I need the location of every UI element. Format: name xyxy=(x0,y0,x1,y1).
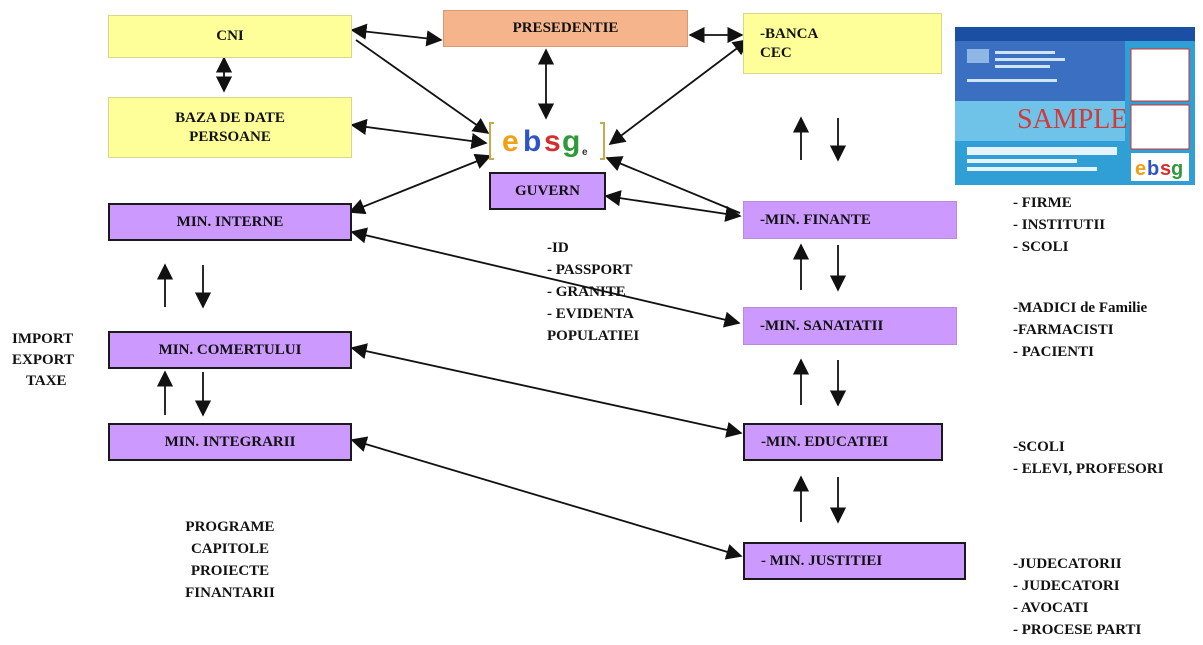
arrow-guvern-finante xyxy=(604,190,742,222)
arrow-cni-presedentie xyxy=(350,23,443,47)
id-list-item: - EVIDENTA xyxy=(547,306,634,322)
min-integrarii-box: MIN. INTEGRARII xyxy=(108,423,352,461)
min-interne-box: MIN. INTERNE xyxy=(108,203,352,241)
arrow-comertului-educatiei xyxy=(350,343,743,438)
svg-text:e: e xyxy=(1135,158,1146,180)
finante-item: - FIRME xyxy=(1013,195,1072,211)
educatiei-list: -SCOLI - ELEVI, PROFESORI xyxy=(1013,436,1163,480)
arrow-interne-sanatatii xyxy=(350,227,741,328)
sanatatii-item: -FARMACISTI xyxy=(1013,322,1114,338)
guvern-label: GUVERN xyxy=(514,182,580,199)
svg-text:e: e xyxy=(502,125,519,158)
id-list: -ID - PASSPORT - GRANITE - EVIDENTA POPU… xyxy=(547,237,639,347)
id-card-sample-text: SAMPLE xyxy=(1017,104,1127,135)
svg-text:g: g xyxy=(562,125,580,158)
min-integrarii-label: MIN. INTEGRARII xyxy=(164,433,296,450)
banca-label: -BANCA CEC xyxy=(760,25,819,61)
id-list-item: - GRANITE xyxy=(547,284,626,300)
min-comertului-box: MIN. COMERTULUI xyxy=(108,331,352,369)
arrow-logo-finante xyxy=(605,156,741,214)
sanatatii-item: - PACIENTI xyxy=(1013,344,1094,360)
min-comertului-label: MIN. COMERTULUI xyxy=(158,341,302,358)
programe-item: FINANTARII xyxy=(185,585,275,601)
svg-text:b: b xyxy=(523,125,541,158)
presedentie-label: PRESEDENTIE xyxy=(512,20,619,36)
sanatatii-list: -MADICI de Familie -FARMACISTI - PACIENT… xyxy=(1013,297,1147,363)
baza-date-box: BAZA DE DATE PERSOANE xyxy=(108,97,352,158)
id-card-image: SAMPLE e b s g xyxy=(955,27,1195,185)
min-sanatatii-label: -MIN. SANATATII xyxy=(760,317,884,334)
cni-label: CNI xyxy=(216,28,244,44)
svg-text:b: b xyxy=(1147,158,1159,180)
svg-text:g: g xyxy=(1171,158,1183,180)
justitiei-item: - JUDECATORI xyxy=(1013,578,1120,594)
programe-item: CAPITOLE xyxy=(190,541,270,557)
educatiei-item: - ELEVI, PROFESORI xyxy=(1013,461,1164,477)
id-list-item: -ID xyxy=(547,240,569,256)
svg-text:s: s xyxy=(1160,158,1171,180)
ebsg-logo: e b s g e xyxy=(488,117,606,165)
programe-item: PROIECTE xyxy=(190,563,270,579)
min-justitiei-label: - MIN. JUSTITIEI xyxy=(761,552,883,569)
programe-item: PROGRAME xyxy=(185,519,275,535)
finante-list: - FIRME - INSTITUTII - SCOLI xyxy=(1013,192,1105,258)
arrow-interne-logo xyxy=(348,153,492,215)
min-educatiei-box: -MIN. EDUCATIEI xyxy=(743,423,943,461)
import-export-item: IMPORT xyxy=(12,331,74,347)
id-list-item: - PASSPORT xyxy=(547,262,633,278)
arrow-cni-logo xyxy=(355,39,490,134)
import-export-list: IMPORT EXPORT TAXE xyxy=(12,329,74,392)
arrow-banca-logo xyxy=(608,39,750,145)
presedentie-box: PRESEDENTIE xyxy=(443,10,688,47)
finante-item: - SCOLI xyxy=(1013,239,1069,255)
min-sanatatii-box: -MIN. SANATATII xyxy=(743,307,957,345)
svg-text:e: e xyxy=(582,147,588,158)
sanatatii-item: -MADICI de Familie xyxy=(1013,300,1148,316)
baza-date-label: BAZA DE DATE PERSOANE xyxy=(175,109,285,145)
min-finante-label: -MIN. FINANTE xyxy=(760,211,871,228)
guvern-box: GUVERN xyxy=(489,172,606,210)
min-justitiei-box: - MIN. JUSTITIEI xyxy=(743,542,966,580)
min-interne-label: MIN. INTERNE xyxy=(176,213,284,230)
arrow-baza-logo xyxy=(350,118,488,150)
id-card-graphic: SAMPLE e b s g xyxy=(955,27,1195,185)
import-export-item: TAXE xyxy=(26,373,67,389)
id-list-item: POPULATIEI xyxy=(547,328,640,344)
svg-text:s: s xyxy=(544,125,561,158)
finante-item: - INSTITUTII xyxy=(1013,217,1106,233)
arrow-integrarii-justitiei xyxy=(350,436,743,560)
min-finante-box: -MIN. FINANTE xyxy=(743,201,957,239)
educatiei-item: -SCOLI xyxy=(1013,439,1065,455)
cni-box: CNI xyxy=(108,15,352,58)
justitiei-item: -JUDECATORII xyxy=(1013,556,1122,572)
banca-box: -BANCA CEC xyxy=(743,13,942,74)
ebsg-logo-graphic: e b s g e xyxy=(489,122,605,160)
min-educatiei-label: -MIN. EDUCATIEI xyxy=(761,433,889,450)
justitiei-list: -JUDECATORII - JUDECATORI - AVOCATI - PR… xyxy=(1013,553,1141,641)
import-export-item: EXPORT xyxy=(12,352,74,368)
justitiei-item: - AVOCATI xyxy=(1013,600,1089,616)
justitiei-item: - PROCESE PARTI xyxy=(1013,622,1142,638)
programe-list: PROGRAME CAPITOLE PROIECTE FINANTARII xyxy=(160,516,300,604)
